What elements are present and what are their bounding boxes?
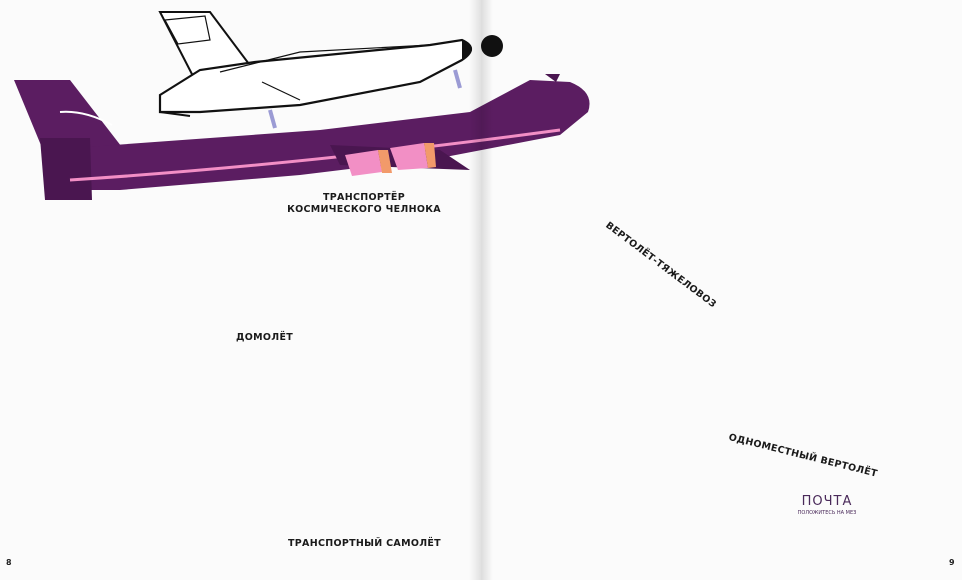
gutter-shadow-left xyxy=(469,0,481,580)
label-flying-house: ДОМОЛЁТ xyxy=(236,332,294,343)
mail-train-title: ПОЧТА xyxy=(801,494,853,509)
label-shuttle-carrier: ТРАНСПОРТЁР КОСМИЧЕСКОГО ЧЕЛНОКА xyxy=(284,192,444,216)
shuttle-carrier-illustration xyxy=(14,11,590,200)
page-number-left: 8 xyxy=(6,558,12,567)
mail-train-subtitle: ПОЛОЖИТЕСЬ НА МЕЗ xyxy=(797,510,857,516)
gutter-shadow-right xyxy=(481,0,493,580)
label-cargo-plane: ТРАНСПОРТНЫЙ САМОЛЁТ xyxy=(288,538,441,549)
label-shuttle-carrier-line2: КОСМИЧЕСКОГО ЧЕЛНОКА xyxy=(287,204,441,215)
page-number-right: 9 xyxy=(949,558,955,567)
label-shuttle-carrier-line1: ТРАНСПОРТЁР xyxy=(323,192,405,203)
